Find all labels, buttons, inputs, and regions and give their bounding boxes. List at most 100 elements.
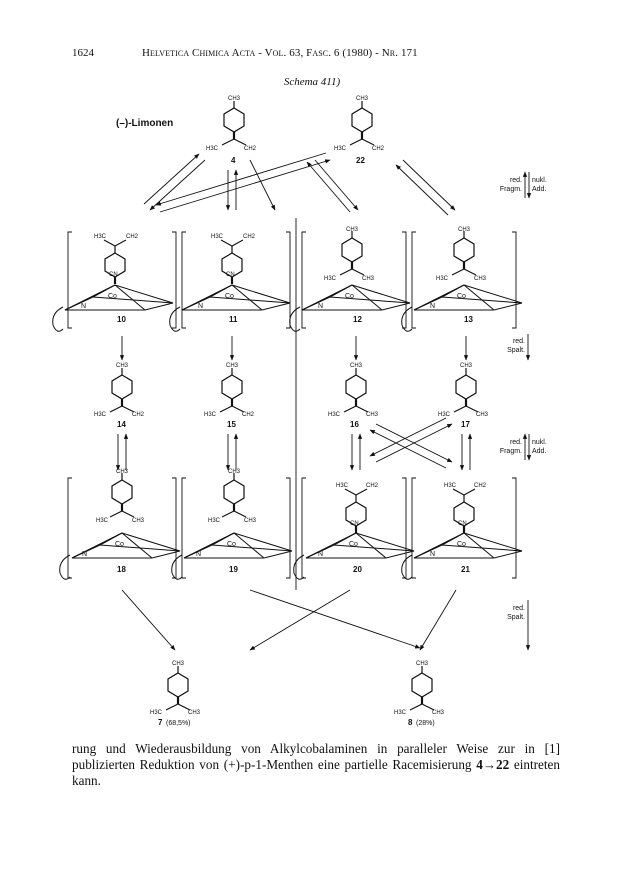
bottom-arrows xyxy=(121,589,457,651)
compound-4: CH3 H3C CH2 4 xyxy=(206,96,257,165)
svg-text:N: N xyxy=(318,551,323,558)
compound-12: CH3 H3C CH3 Co N 12 xyxy=(289,227,411,332)
compound-13: CH3 H3C CH3 Co N 13 xyxy=(401,227,523,332)
svg-text:H3C: H3C xyxy=(150,710,163,716)
journal-title: Helvetica Chimica Acta - Vol. 63, Fasc. … xyxy=(142,47,418,59)
svg-text:H3C: H3C xyxy=(328,412,341,418)
compound-17-number: 17 xyxy=(461,420,470,429)
legend-4: red. Spalt. xyxy=(507,600,531,651)
c4-h3c: H3C xyxy=(206,146,219,152)
compound-16-number: 16 xyxy=(350,420,359,429)
svg-text:Co: Co xyxy=(108,293,117,300)
compound-21-number: 21 xyxy=(461,565,470,574)
svg-text:Add.: Add. xyxy=(532,448,546,455)
svg-text:H3C: H3C xyxy=(94,412,107,418)
svg-text:CH3: CH3 xyxy=(346,227,359,233)
svg-text:N: N xyxy=(196,551,201,558)
legend-1: red. Fragm. nukl. Add. xyxy=(500,171,547,199)
svg-text:H3C: H3C xyxy=(208,518,221,524)
svg-text:CH3: CH3 xyxy=(244,518,257,524)
compound-4-number: 4 xyxy=(231,156,236,165)
compound-8: CH3 H3C CH3 8 (28%) xyxy=(394,661,445,727)
svg-text:CH3: CH3 xyxy=(362,276,375,282)
compound-22: CH3 H3C CH2 22 xyxy=(334,96,385,165)
svg-text:N: N xyxy=(198,303,203,310)
svg-text:CH2: CH2 xyxy=(132,412,145,418)
svg-text:Fragm.: Fragm. xyxy=(500,186,522,193)
svg-text:CH3: CH3 xyxy=(432,710,445,716)
svg-text:Add.: Add. xyxy=(532,186,546,193)
compound-7: CH3 H3C CH3 7 (68,5%) xyxy=(150,661,201,727)
compound-18: CH3 H3C CH3 Co N 18 xyxy=(59,469,181,580)
svg-text:CH3: CH3 xyxy=(226,363,239,369)
svg-text:Spalt.: Spalt. xyxy=(507,347,525,354)
svg-text:Co: Co xyxy=(227,541,236,548)
svg-text:N: N xyxy=(318,303,323,310)
svg-text:red.: red. xyxy=(510,439,522,446)
compound-15: CH3 H3C CH2 15 xyxy=(204,363,255,429)
svg-text:H3C: H3C xyxy=(94,234,107,240)
c22-h3c: H3C xyxy=(334,146,347,152)
svg-text:CH3: CH3 xyxy=(116,363,129,369)
compound-10: H3C CH2 CN Co N 10 xyxy=(52,231,177,332)
legend-3: red. Fragm. nukl. Add. xyxy=(500,433,547,461)
c4-ch3: CH3 xyxy=(228,96,241,102)
svg-text:CH3: CH3 xyxy=(172,661,185,667)
svg-text:H3C: H3C xyxy=(96,518,109,524)
reaction-scheme: (–)-Limonen CH3 H3C CH2 4 CH3 H3C CH2 22 xyxy=(52,96,547,727)
svg-text:N: N xyxy=(81,303,86,310)
body-line-1: rung und Wiederausbildung von Alkylcobal… xyxy=(72,741,560,756)
running-header: Helvetica Chimica Acta - Vol. 63, Fasc. … xyxy=(142,47,418,59)
svg-text:N: N xyxy=(430,303,435,310)
svg-text:CH3: CH3 xyxy=(228,469,241,475)
legend-2: red. Spalt. xyxy=(507,334,531,361)
compound-21: H3C CH2 CN Co N 21 xyxy=(401,477,523,580)
svg-text:CH3: CH3 xyxy=(350,363,363,369)
compound-8-number: 8 xyxy=(408,718,413,727)
svg-text:H3C: H3C xyxy=(204,412,217,418)
svg-text:Spalt.: Spalt. xyxy=(507,614,525,621)
c22-ch3: CH3 xyxy=(356,96,369,102)
svg-text:CH3: CH3 xyxy=(188,710,201,716)
svg-text:CH2: CH2 xyxy=(126,234,139,240)
compound-7-yield: (68,5%) xyxy=(166,720,191,727)
body-paragraph: rung und Wiederausbildung von Alkylcobal… xyxy=(72,741,560,789)
svg-text:CN: CN xyxy=(350,521,359,527)
compound-16: CH3 H3C CH3 16 xyxy=(328,363,379,429)
c4-ch2: CH2 xyxy=(244,146,257,152)
limonen-label: (–)-Limonen xyxy=(116,118,173,129)
svg-text:H3C: H3C xyxy=(444,483,457,489)
svg-text:H3C: H3C xyxy=(336,483,349,489)
svg-text:Co: Co xyxy=(225,293,234,300)
compound-19: CH3 H3C CH3 Co N 19 xyxy=(171,469,293,580)
svg-text:Fragm.: Fragm. xyxy=(500,448,522,455)
compound-11-number: 11 xyxy=(229,315,238,324)
body-reaction-ref: 4→22 xyxy=(476,757,510,772)
schema-title: Schema 411) xyxy=(283,76,341,88)
c22-ch2: CH2 xyxy=(372,146,385,152)
compound-11: H3C CH2 CN Co N 11 xyxy=(169,231,291,332)
compound-14-number: 14 xyxy=(117,420,126,429)
svg-text:H3C: H3C xyxy=(211,234,224,240)
svg-text:nukl.: nukl. xyxy=(532,439,547,446)
svg-text:nukl.: nukl. xyxy=(532,177,547,184)
top-arrows xyxy=(143,152,456,216)
svg-text:CN: CN xyxy=(458,521,467,527)
svg-text:N: N xyxy=(430,551,435,558)
compound-18-number: 18 xyxy=(117,565,126,574)
compound-8-yield: (28%) xyxy=(416,720,435,727)
page-number: 1624 xyxy=(72,47,94,59)
svg-text:red.: red. xyxy=(513,338,525,345)
compound-19-number: 19 xyxy=(229,565,238,574)
svg-text:Co: Co xyxy=(115,541,124,548)
svg-text:red.: red. xyxy=(510,177,522,184)
svg-text:H3C: H3C xyxy=(394,710,407,716)
svg-text:CH3: CH3 xyxy=(132,518,145,524)
compound-7-number: 7 xyxy=(158,718,163,727)
row2-arrows xyxy=(119,336,469,361)
compound-22-number: 22 xyxy=(356,156,365,165)
svg-text:H3C: H3C xyxy=(438,412,451,418)
svg-text:H3C: H3C xyxy=(436,276,449,282)
svg-text:CN: CN xyxy=(109,272,118,278)
svg-text:CH3: CH3 xyxy=(366,412,379,418)
